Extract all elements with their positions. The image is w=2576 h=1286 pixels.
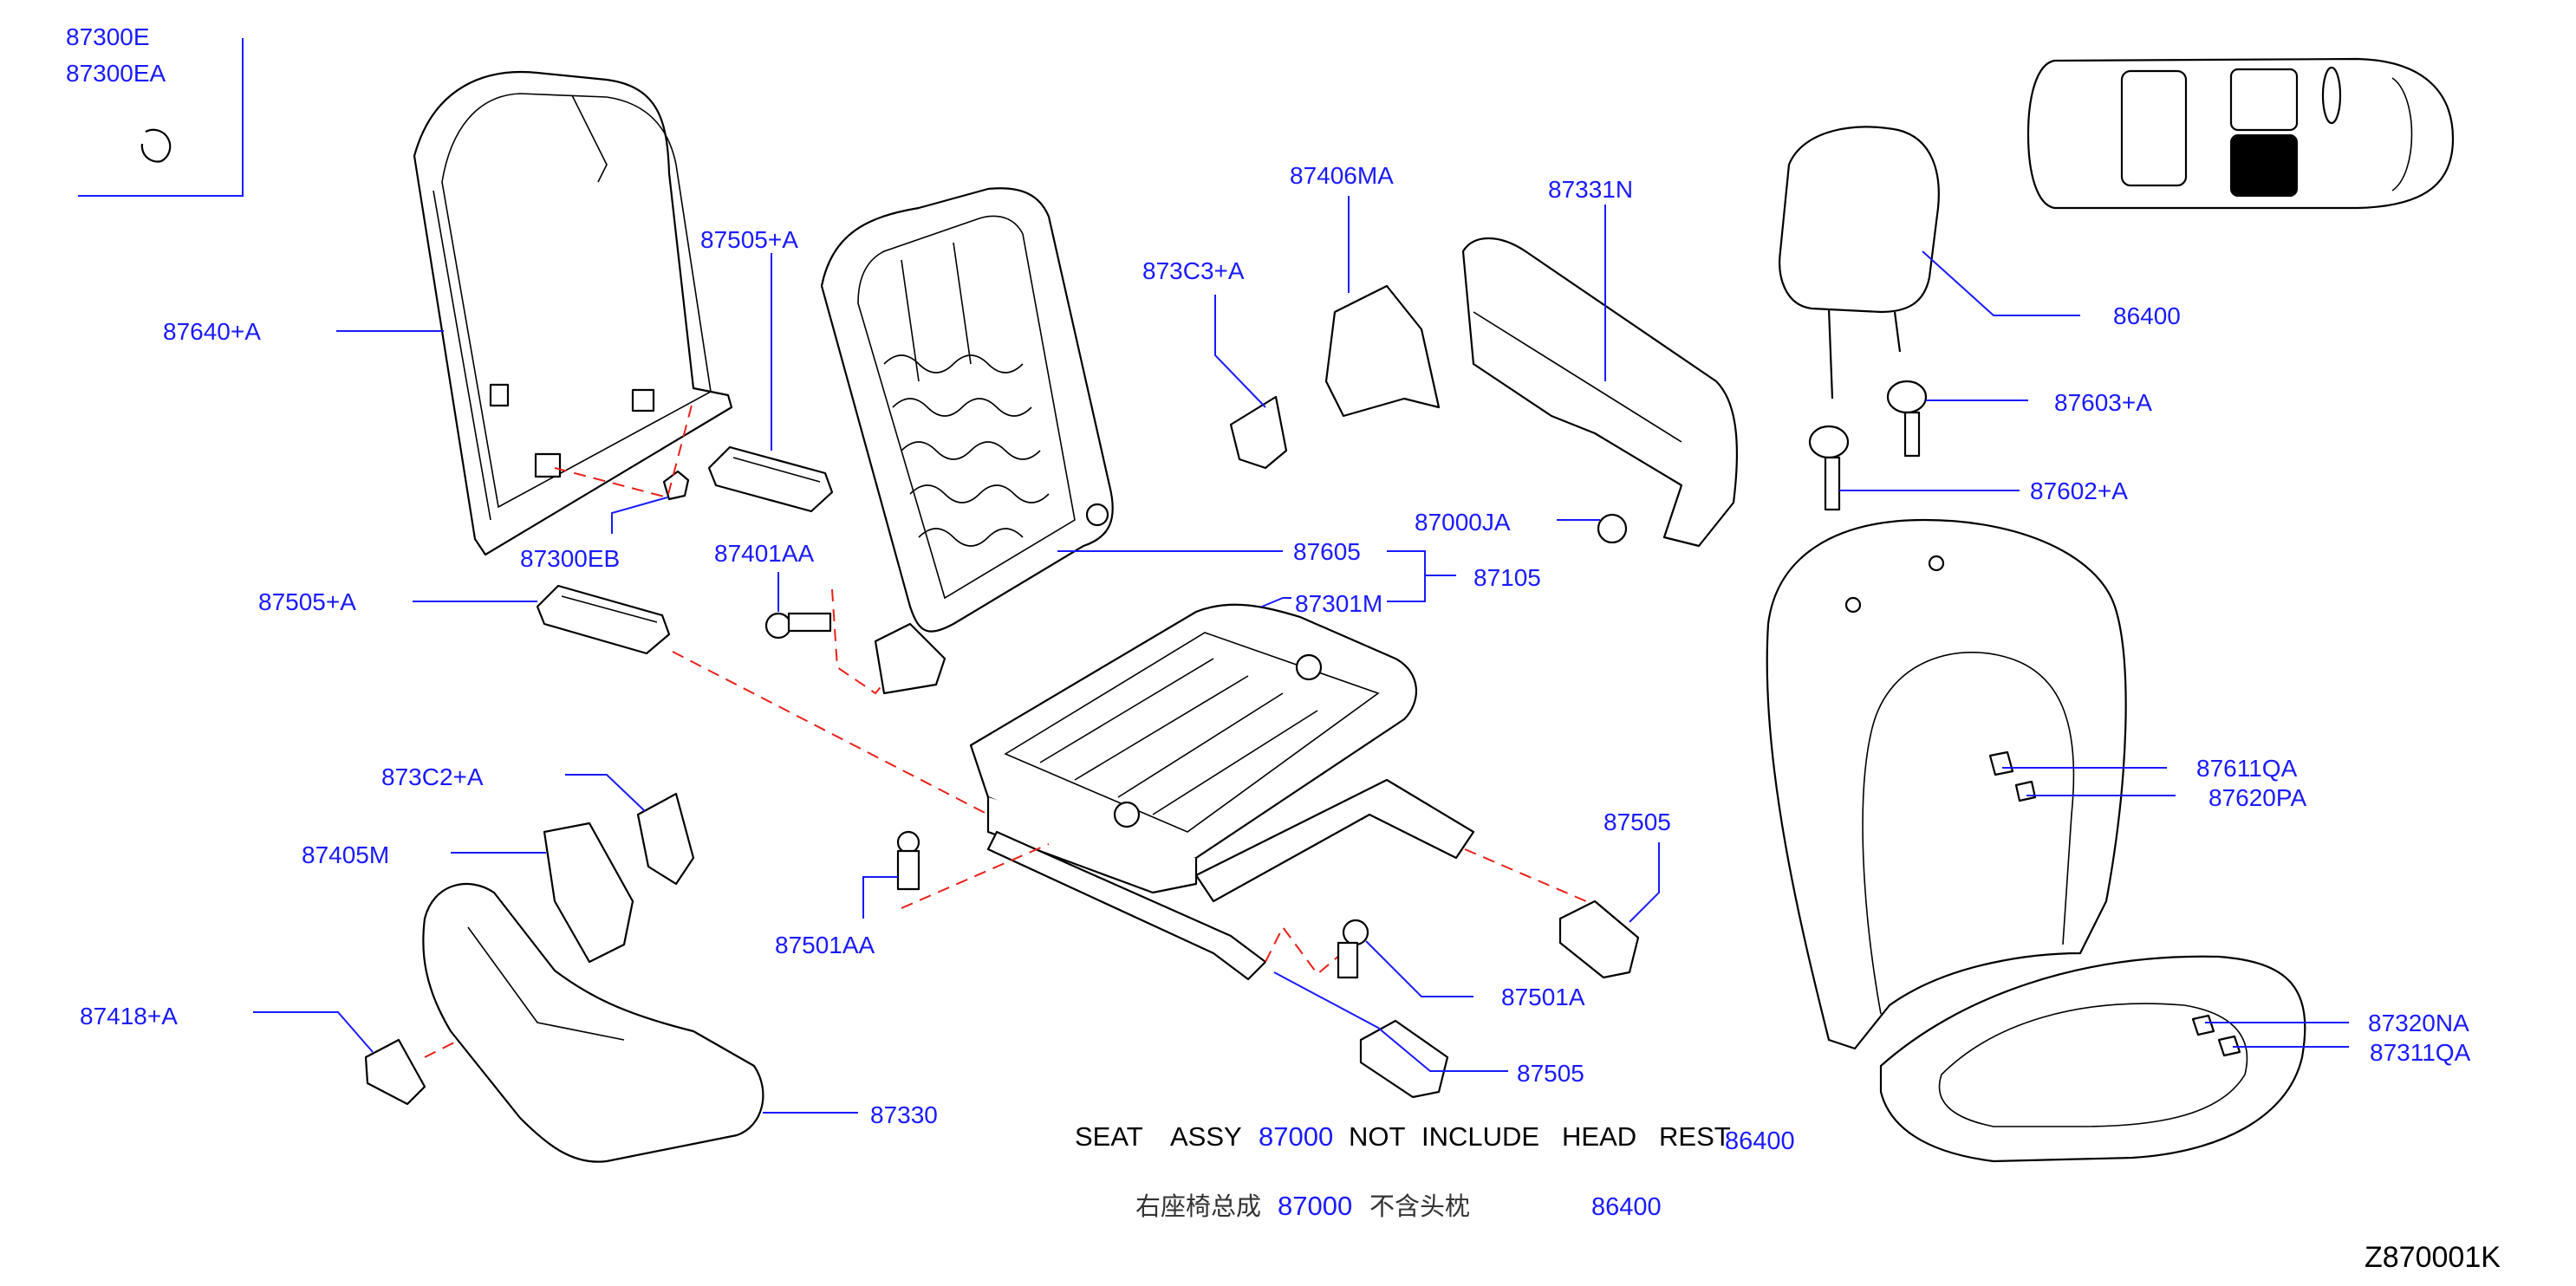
clip-873c3a-part bbox=[1229, 395, 1288, 470]
note-word-head: HEAD bbox=[1562, 1121, 1636, 1152]
label-87105: 87105 bbox=[1473, 564, 1541, 591]
clip-87000ja-part bbox=[1597, 513, 1628, 544]
pin-clip-part bbox=[662, 470, 690, 501]
label-87320na: 87320NA bbox=[2368, 1010, 2469, 1036]
label-873c3a: 873C3+A bbox=[1142, 257, 1245, 284]
leader-87505-bottom bbox=[1273, 971, 1508, 1072]
label-87640a: 87640+A bbox=[163, 318, 261, 345]
note-cn-text1: 右座椅总成 bbox=[1135, 1192, 1261, 1221]
hinge-cover-upper-part bbox=[707, 445, 834, 513]
label-86400: 86400 bbox=[2113, 302, 2181, 329]
dash-line-right-rail bbox=[1464, 848, 1587, 902]
note-cn-code-87000: 87000 bbox=[1278, 1191, 1352, 1221]
label-87602a: 87602+A bbox=[2030, 477, 2128, 504]
label-87300e: 87300E bbox=[66, 23, 150, 50]
headrest-guide-87602a-part bbox=[1808, 425, 1850, 511]
label-87505a-top: 87505+A bbox=[700, 226, 798, 253]
note-word-rest: REST bbox=[1659, 1121, 1731, 1152]
label-87418a: 87418+A bbox=[80, 1003, 178, 1029]
rail-cover-bottom-part bbox=[1359, 1019, 1449, 1099]
seatback-trim-part bbox=[1766, 518, 2127, 1050]
label-87620pa: 87620PA bbox=[2208, 784, 2306, 811]
label-87330: 87330 bbox=[870, 1101, 938, 1128]
label-87405m: 87405M bbox=[302, 841, 389, 868]
car-locator-icon bbox=[2026, 57, 2455, 210]
hinge-cover-left-part bbox=[536, 584, 671, 655]
dash-line-left bbox=[672, 651, 1050, 847]
leader-87501aa bbox=[862, 876, 898, 919]
label-87401aa: 87401AA bbox=[714, 540, 815, 567]
leader-87300e bbox=[78, 38, 244, 197]
dash-line-bottom-bolt bbox=[901, 843, 1050, 909]
assembly-note-english: SEAT ASSY 87000 NOT INCLUDE HEAD REST 86… bbox=[1075, 1121, 1795, 1155]
clip-873c2a-part bbox=[636, 792, 695, 886]
bolt-87501a-part bbox=[1337, 919, 1369, 979]
label-87300eb: 87300EB bbox=[520, 545, 620, 572]
note-word-seat: SEAT bbox=[1075, 1121, 1143, 1152]
bolt-87401aa-part bbox=[764, 612, 832, 640]
selected-seat-icon bbox=[2230, 134, 2298, 197]
note-word-include: INCLUDE bbox=[1421, 1121, 1539, 1152]
side-finisher-87330-part bbox=[422, 882, 764, 1163]
label-87331n: 87331N bbox=[1548, 176, 1633, 203]
assembly-note-chinese: 右座椅总成 87000 不含头枕 86400 bbox=[1135, 1191, 1662, 1221]
note-word-not: NOT bbox=[1349, 1121, 1406, 1152]
leader-87301m bbox=[1261, 597, 1291, 607]
leader-873c3a bbox=[1214, 295, 1266, 408]
seat-cushion-frame-part bbox=[969, 603, 1475, 981]
seatback-board-part bbox=[413, 71, 733, 556]
bracket-87105 bbox=[1387, 550, 1426, 602]
leader-86400 bbox=[1922, 250, 2080, 316]
side-finisher-87331n-part bbox=[1461, 237, 1738, 548]
label-87611qa: 87611QA bbox=[2196, 755, 2298, 782]
leader-87300eb bbox=[611, 497, 668, 534]
label-87301m: 87301M bbox=[1295, 590, 1382, 617]
label-87501a: 87501A bbox=[1501, 984, 1585, 1010]
dash-line-upper bbox=[554, 398, 694, 499]
seatback-frame-part bbox=[820, 187, 1114, 695]
note-word-assy: ASSY bbox=[1170, 1121, 1242, 1152]
note-cn-code-86400: 86400 bbox=[1591, 1193, 1662, 1221]
label-87000ja: 87000JA bbox=[1415, 509, 1511, 536]
label-87505a-left: 87505+A bbox=[258, 588, 356, 615]
bolt-87501aa-part bbox=[896, 830, 920, 891]
diagram-code: Z870001K bbox=[2365, 1241, 2501, 1274]
trim-87405m-part bbox=[543, 822, 634, 964]
leader-873c2a bbox=[565, 774, 646, 812]
trim-87406ma-part bbox=[1324, 284, 1441, 418]
rail-cover-right-part bbox=[1558, 900, 1640, 979]
note-code-87000: 87000 bbox=[1259, 1121, 1333, 1152]
headrest-guide-87603a-part bbox=[1886, 380, 1928, 458]
label-87605: 87605 bbox=[1293, 538, 1361, 565]
dash-line-bolt bbox=[831, 588, 920, 695]
clip-ring-part bbox=[140, 128, 172, 163]
headrest-part bbox=[1779, 126, 1940, 399]
leader-87501a bbox=[1365, 940, 1473, 997]
label-87505-bottom: 87505 bbox=[1517, 1060, 1584, 1087]
label-87505-right: 87505 bbox=[1603, 809, 1671, 835]
label-87300ea: 87300EA bbox=[66, 60, 166, 87]
dash-line-front-rail bbox=[1265, 926, 1353, 976]
seat-cushion-trim-part bbox=[1879, 955, 2306, 1163]
note-cn-text2: 不含头枕 bbox=[1369, 1192, 1470, 1221]
label-87406ma: 87406MA bbox=[1290, 162, 1394, 189]
note-code-86400: 86400 bbox=[1725, 1127, 1795, 1155]
label-87603a: 87603+A bbox=[2054, 389, 2152, 416]
knob-87418a-part bbox=[364, 1038, 426, 1106]
label-873c2a: 873C2+A bbox=[381, 763, 484, 790]
leader-87505-right bbox=[1629, 842, 1660, 923]
label-87501aa: 87501AA bbox=[775, 932, 875, 958]
label-87311qa: 87311QA bbox=[2370, 1039, 2471, 1066]
leader-87418a bbox=[253, 1011, 374, 1053]
